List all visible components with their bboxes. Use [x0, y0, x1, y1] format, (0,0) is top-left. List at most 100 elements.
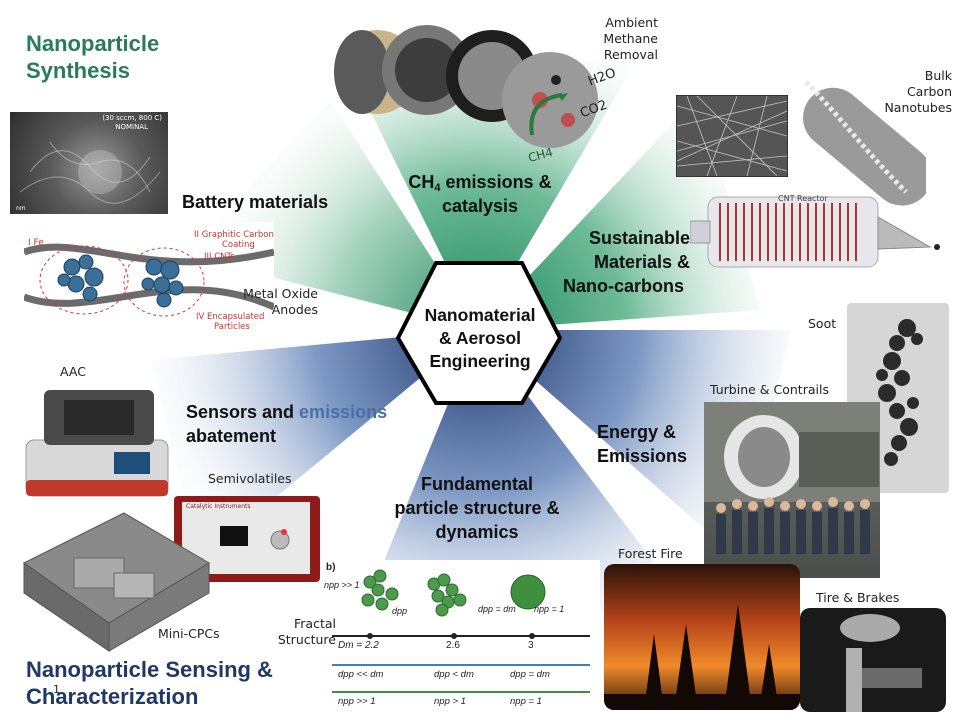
fundamental-line-1: Fundamental — [420, 474, 533, 494]
sensors-line-2: abatement — [186, 426, 277, 446]
battery-iv-line-2: Particles — [214, 322, 250, 332]
ch4-prefix: CH — [408, 172, 435, 192]
fractal-row3-a: npp >> 1 — [338, 696, 376, 707]
sensors-part-1: Sensors and — [186, 402, 295, 422]
label-metal-oxide: Metal Oxide Anodes — [200, 286, 318, 318]
cnt-mat-image — [676, 95, 788, 177]
battery-label-fe: I Fe — [28, 238, 44, 248]
label-turbine: Turbine & Contrails — [710, 382, 829, 397]
battery-label-iv: IV Encapsulated Particles — [196, 312, 264, 332]
fractal-row3-b: npp > 1 — [434, 696, 466, 707]
bulk-line-3: Nanotubes — [884, 100, 952, 115]
ambient-line-3: Removal — [603, 47, 658, 62]
heading-synthesis-line-2: Synthesis — [26, 58, 130, 83]
fractal-row2-a: dpp << dm — [338, 669, 384, 680]
sector-title-ch4: CH4 emissions & catalysis — [390, 170, 570, 218]
sector-title-ch4-line-1: CH4 emissions & — [390, 170, 570, 194]
fractal-panel: b) npp >> 1 dpp dpp = dm npp = 1 Dm = 2.… — [322, 560, 600, 716]
label-mini-cpcs: Mini-CPCs — [158, 626, 220, 641]
battery-fe-text: I Fe — [28, 238, 44, 248]
sector-title-sensors: Sensors and emissions abatement — [186, 400, 387, 448]
aac-image — [24, 380, 170, 498]
energy-line-1: Energy & — [597, 422, 677, 442]
heading-sensing: Nanoparticle Sensing & Characterization — [26, 656, 273, 710]
center-title: Nanomaterial & Aerosol Engineering — [410, 304, 550, 373]
label-fractal-structure: Fractal Structure — [270, 616, 336, 648]
label-ambient-methane: Ambient Methane Removal — [560, 15, 658, 63]
fractal-26: 2.6 — [446, 640, 460, 651]
mini-cpc-drawing — [23, 512, 210, 652]
battery-gc-line-2: Coating — [222, 240, 255, 250]
reactor-label: CNT Reactor — [778, 194, 828, 203]
fractal-npp-1: npp = 1 — [534, 604, 565, 614]
forest-fire-trees — [604, 604, 800, 710]
label-bulk-cnt: Bulk Carbon Nanotubes — [840, 68, 952, 116]
battery-schematic: I Fe II Graphitic Carbon Coating III CNT… — [24, 222, 274, 334]
bulk-cnt-image — [803, 80, 926, 206]
cnt-mat-texture — [677, 96, 787, 176]
heading-synthesis: Nanoparticle Synthesis — [26, 30, 159, 84]
bulk-line-2: Carbon — [906, 84, 952, 99]
heading-sensing-line-1: Nanoparticle Sensing & — [26, 657, 273, 682]
semivolatiles-drawing — [174, 496, 320, 582]
tire-brakes-drawing — [840, 614, 922, 712]
label-aac: AAC — [60, 364, 86, 379]
sector-fundamental — [360, 330, 690, 620]
fractal-line-2: Structure — [277, 632, 336, 647]
sustainable-line-1: Sustainable — [588, 228, 690, 248]
energy-line-2: Emissions — [597, 446, 688, 466]
catalyst-images — [334, 25, 598, 148]
semivolatiles-image: Catalytic Instruments — [172, 492, 322, 586]
soot-texture — [876, 319, 923, 466]
center-line-2: & Aerosol — [438, 328, 521, 348]
tire-brakes-image — [800, 608, 946, 712]
metal-oxide-line-2: Anodes — [271, 302, 318, 317]
turbine-image — [704, 402, 880, 578]
mini-cpc-image — [14, 503, 214, 653]
metal-oxide-line-1: Metal Oxide — [243, 286, 318, 301]
sustainable-line-3: Nano-carbons — [563, 276, 685, 296]
sensors-part-2: emissions — [294, 402, 388, 422]
cnt-reactor-image — [690, 196, 940, 268]
bulk-line-1: Bulk — [924, 68, 952, 83]
label-tire-brakes: Tire & Brakes — [816, 590, 900, 605]
fractal-dm-22: Dm = 2.2 — [338, 640, 379, 651]
battery-label-cnt: III CNTs — [204, 252, 235, 262]
fractal-panel-label: b) — [326, 562, 336, 573]
sector-title-energy: Energy & Emissions — [597, 420, 687, 468]
center-hexagon — [395, 261, 563, 405]
battery-diagram — [24, 243, 274, 317]
sem-label-top: (30 sccm, 800 C) — [102, 114, 162, 122]
fundamental-line-2: particle structure & — [394, 498, 560, 518]
aac-drawing — [25, 390, 169, 497]
label-forest-fire: Forest Fire — [618, 546, 683, 561]
heading-sensing-line-2: Characterization — [26, 684, 199, 709]
sector-title-battery: Battery materials — [182, 192, 329, 212]
sector-title-fundamental: Fundamental particle structure & dynamic… — [372, 472, 582, 544]
sem-image: (30 sccm, 800 C) NOMINAL nm — [10, 112, 168, 214]
ch4-sub: 4 — [434, 182, 441, 194]
sensors-line-1: Sensors and emissions — [186, 400, 387, 424]
page-number: 1 — [53, 683, 60, 696]
battery-gc-line-1: II Graphitic Carbon — [194, 230, 274, 240]
fractal-row2-b: dpp < dm — [434, 669, 474, 680]
fractal-row3-c: npp = 1 — [510, 696, 542, 707]
battery-iv-line-1: IV Encapsulated — [196, 312, 265, 322]
fractal-diagram — [332, 569, 590, 693]
forest-fire-image — [604, 564, 800, 710]
center-line-3: Engineering — [429, 351, 531, 371]
fractal-row2-c: dpp = dm — [510, 669, 550, 680]
label-soot: Soot — [808, 316, 837, 331]
fundamental-line-3: dynamics — [435, 522, 519, 542]
sustainable-line-2: Materials & — [593, 252, 690, 272]
semivolatiles-brand: Catalytic Instruments — [186, 503, 251, 510]
sem-scale-label: nm — [16, 205, 26, 212]
sector-title-ch4-line-2: catalysis — [441, 196, 519, 216]
heading-synthesis-line-1: Nanoparticle — [26, 31, 160, 56]
center-line-1: Nanomaterial — [424, 305, 536, 325]
ambient-line-1: Ambient — [605, 15, 658, 30]
fractal-line-1: Fractal — [294, 616, 336, 631]
sem-label-bottom: NOMINAL — [115, 123, 148, 131]
fractal-dpp: dpp — [392, 606, 408, 616]
